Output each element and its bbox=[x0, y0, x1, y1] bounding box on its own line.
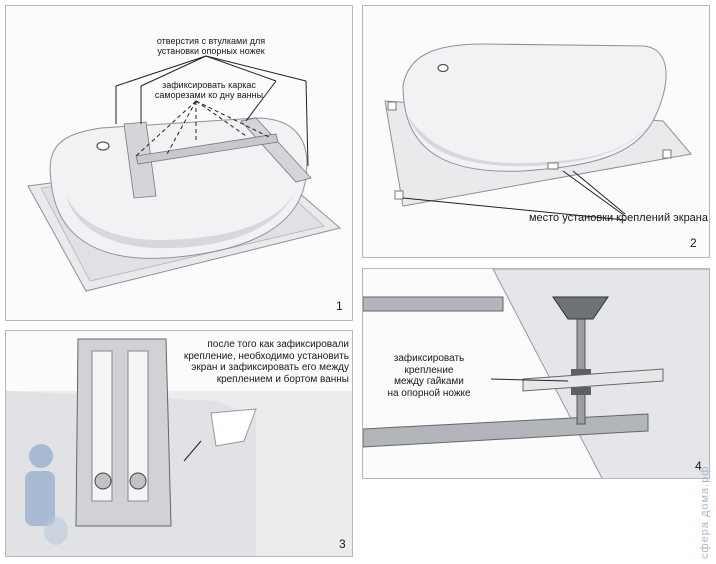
nut bbox=[571, 369, 591, 377]
screw bbox=[94, 472, 112, 490]
panel-number: 3 bbox=[339, 537, 346, 551]
mount-point bbox=[394, 190, 404, 200]
screen-install-illustration bbox=[6, 338, 352, 556]
tub-body bbox=[49, 117, 308, 259]
panel-4-leg-fix: зафиксировать крепление между гайками на… bbox=[362, 268, 710, 479]
drain-hole bbox=[96, 141, 110, 151]
label-bushings: отверстия с втулками для установки опорн… bbox=[156, 36, 266, 57]
drain-hole bbox=[437, 63, 449, 73]
label-frame: зафиксировать каркас саморезами ко дну в… bbox=[154, 80, 264, 101]
panel-2-screen-mounts: место установки креплений экрана 2 bbox=[362, 5, 710, 258]
leg-fix-illustration bbox=[363, 269, 709, 478]
mount-point bbox=[547, 162, 559, 170]
panel-number: 2 bbox=[690, 236, 697, 250]
tub-body bbox=[402, 43, 667, 172]
frame-rail bbox=[240, 117, 312, 183]
bracket-slot bbox=[91, 350, 113, 502]
upper-rail bbox=[363, 296, 504, 312]
label-mount: место установки креплений экрана bbox=[528, 212, 708, 224]
screen-mount-illustration bbox=[384, 43, 692, 221]
label-instruction: после того как зафиксировали крепление, … bbox=[183, 339, 349, 385]
screw bbox=[129, 472, 147, 490]
panel-3-screen-install: после того как зафиксировали крепление, … bbox=[5, 330, 353, 557]
bracket-slot bbox=[127, 350, 149, 502]
leg-cup bbox=[552, 296, 609, 320]
threaded-rod bbox=[576, 308, 586, 425]
screen-panel bbox=[210, 408, 257, 447]
label-fix: зафиксировать крепление между гайками на… bbox=[387, 353, 471, 399]
mount-bracket bbox=[522, 368, 664, 392]
frame-crossbar bbox=[135, 133, 279, 165]
nut bbox=[571, 387, 591, 395]
tub-shade bbox=[66, 191, 296, 249]
watermark-text: сфера дома.рф bbox=[699, 465, 711, 559]
bathtub-frame-illustration bbox=[27, 55, 342, 292]
mascot-plumber-icon bbox=[25, 444, 68, 545]
panel-1-bathtub-frame: отверстия с втулками для установки опорн… bbox=[5, 5, 353, 321]
mount-point bbox=[387, 101, 397, 111]
mount-point bbox=[662, 149, 672, 159]
panel-number: 1 bbox=[336, 299, 343, 313]
panel-number: 4 bbox=[695, 459, 702, 473]
